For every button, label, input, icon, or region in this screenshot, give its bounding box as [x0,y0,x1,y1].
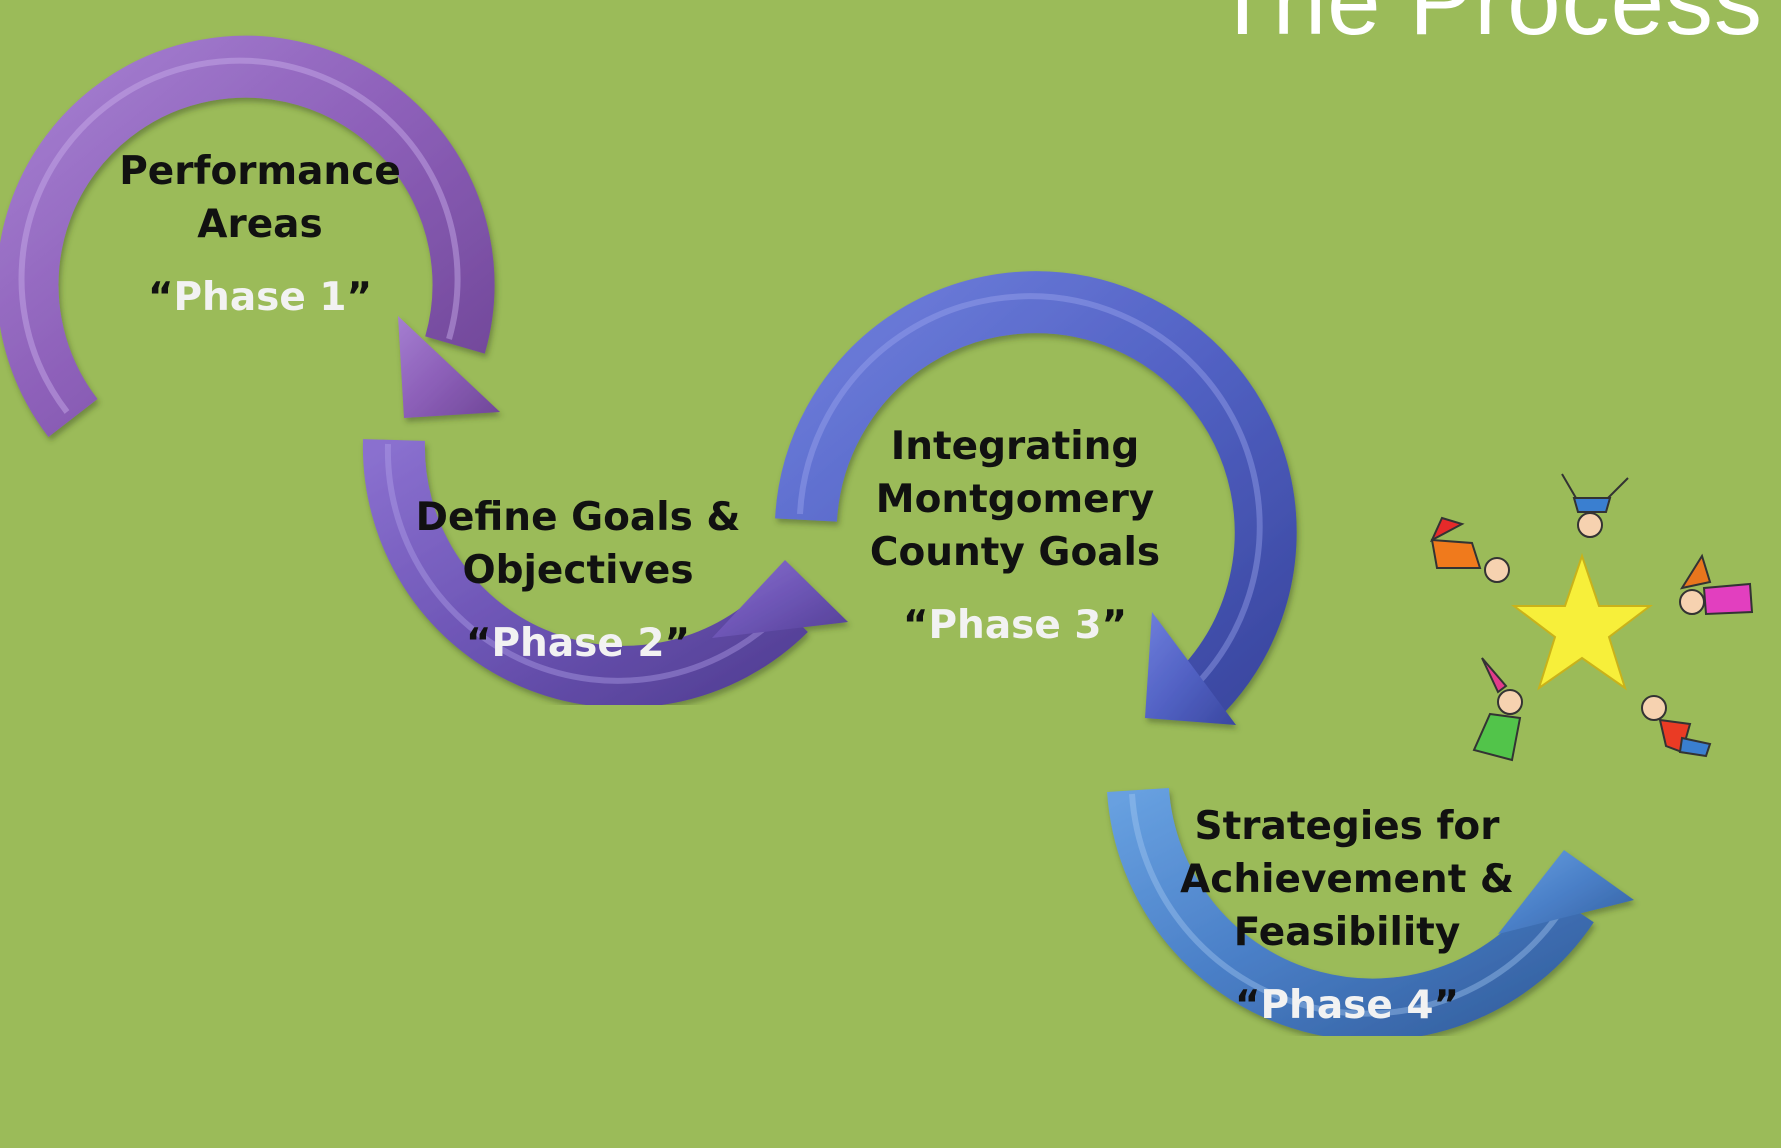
child-figure [1641,695,1712,758]
phase-1-text: Performance Areas “Phase 1” [110,145,410,324]
phase-2-text: Define Goals & Objectives “Phase 2” [408,491,748,670]
star-icon [1511,552,1653,691]
phase-label-line: Achievement & [1180,857,1514,902]
child-figure [1472,657,1523,762]
children-star-illustration [1429,473,1754,762]
phase-number: “Phase 4” [1234,983,1460,1028]
phase-label-line: Objectives [462,548,694,593]
phase-label-line: Performance [119,149,401,194]
phase-label-line: Strategies for [1194,804,1500,849]
phase-1-arrow [0,35,500,437]
child-figure [1429,516,1510,583]
phase-3-arrow [775,271,1297,725]
phase-label-line: Feasibility [1233,910,1461,955]
phase-3-text: Integrating Montgomery County Goals “Pha… [855,420,1175,652]
phase-4-arrow [1107,787,1634,1041]
phase-number: “Phase 2” [465,621,691,666]
phase-label-line: Areas [197,202,323,247]
phase-2-arrow [362,439,848,708]
phase-label-line: Integrating [890,424,1140,469]
phase-label-line: Define Goals & [415,495,741,540]
phase-4-text: Strategies for Achievement & Feasibility… [1172,800,1522,1032]
phase-number: “Phase 1” [147,275,373,320]
child-figure [1561,473,1629,538]
phase-label-line: County Goals [869,530,1161,575]
phase-number: “Phase 3” [902,603,1128,648]
page-title: The Process [1213,0,1763,55]
child-figure [1679,553,1754,616]
phase-label-line: Montgomery [875,477,1155,522]
